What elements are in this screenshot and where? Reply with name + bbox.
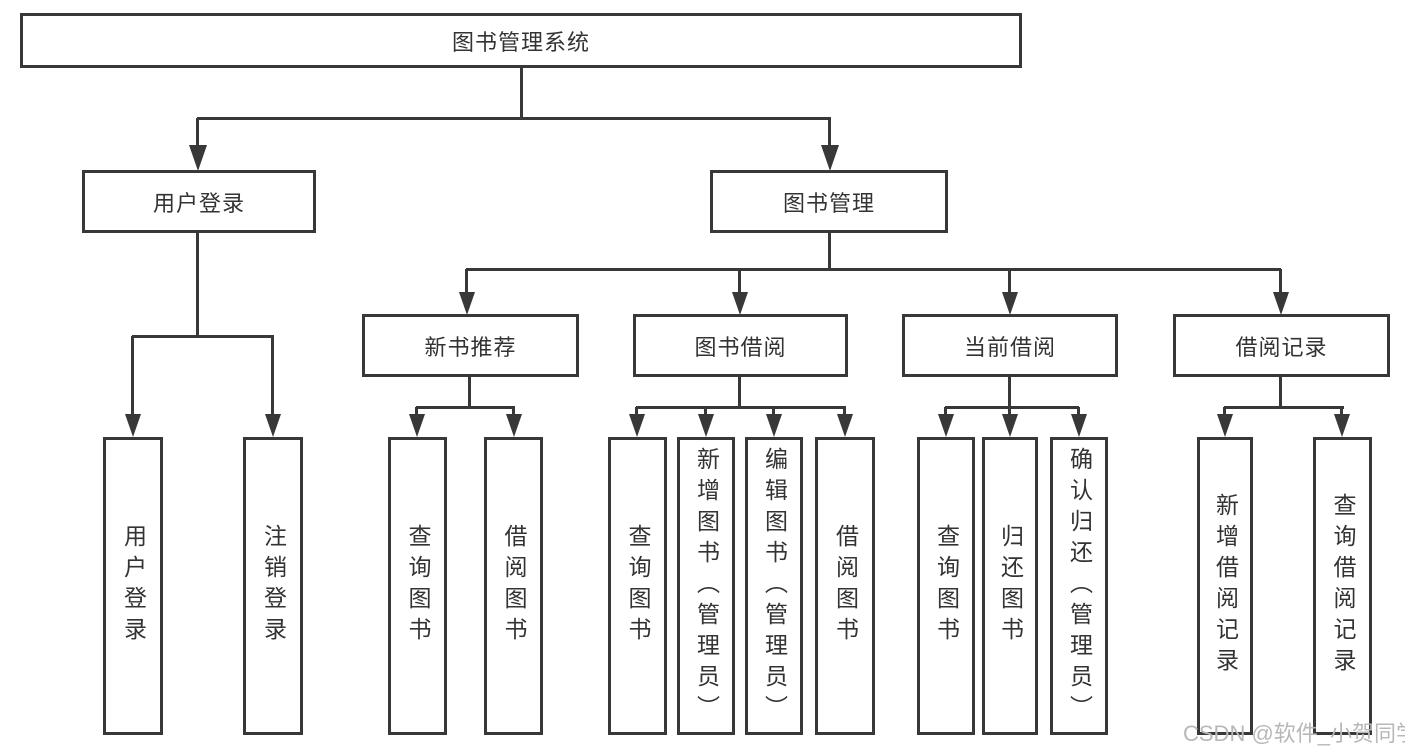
connector-drop-borrow <box>738 269 741 293</box>
leaf-recommend-borrow-books-label: 借阅图书 <box>501 524 527 648</box>
node-book-management-label: 图书管理 <box>782 190 875 216</box>
node-new-book-recommend: 新书推荐 <box>362 314 579 377</box>
connector-records-stem <box>1279 377 1282 408</box>
node-root-label: 图书管理系统 <box>451 29 590 55</box>
leaf-current-query-books: 查询图书 <box>917 437 975 735</box>
arrowhead-borrow-add <box>698 414 714 437</box>
connector-drop-borrow-query <box>635 407 638 416</box>
leaf-current-return-books-label: 归还图书 <box>997 524 1024 648</box>
leaf-recommend-query-books: 查询图书 <box>388 437 447 735</box>
connector-drop-leaf-logout <box>271 336 274 416</box>
connector-recommend-stem <box>468 377 471 408</box>
arrowhead-recommend <box>459 292 475 315</box>
connector-drop-records <box>1279 269 1282 293</box>
connector-drop-recommend-query <box>415 407 418 416</box>
connector-drop-book-management <box>828 118 831 149</box>
arrowhead-records <box>1273 292 1289 315</box>
arrowhead-recommend-borrow <box>506 414 522 437</box>
connector-borrow-stem <box>738 377 741 408</box>
node-root: 图书管理系统 <box>20 13 1022 68</box>
leaf-records-add-record: 新增借阅记录 <box>1197 437 1253 735</box>
arrowhead-borrow-edit <box>766 414 782 437</box>
arrowhead-borrow-borrow <box>837 414 853 437</box>
node-new-book-recommend-label: 新书推荐 <box>424 334 517 360</box>
connector-drop-recommend <box>465 269 468 293</box>
arrowhead-recommend-query <box>409 414 425 437</box>
arrowhead-current-query <box>938 414 954 437</box>
leaf-records-query-record: 查询借阅记录 <box>1313 437 1372 735</box>
connector-drop-borrow-edit <box>772 407 775 416</box>
arrowhead-user-login <box>189 145 207 171</box>
arrowhead-leaf-user-login <box>125 414 141 437</box>
arrowhead-current-return <box>1002 414 1018 437</box>
arrowhead-borrow-query <box>629 414 645 437</box>
node-book-borrow: 图书借阅 <box>633 314 848 377</box>
leaf-current-confirm-return-admin-label: 确认归还（管理员） <box>1066 446 1093 726</box>
arrowhead-current <box>1002 292 1018 315</box>
connector-drop-recommend-borrow <box>512 407 515 416</box>
connector-drop-current-return <box>1008 407 1011 416</box>
leaf-borrow-edit-books-admin: 编辑图书（管理员） <box>745 437 803 735</box>
connector-drop-current-confirm <box>1077 407 1080 416</box>
node-user-login-label: 用户登录 <box>152 190 245 216</box>
leaf-borrow-edit-books-admin-label: 编辑图书（管理员） <box>761 446 788 726</box>
connector-drop-current-query <box>944 407 947 416</box>
node-current-borrow: 当前借阅 <box>902 314 1118 377</box>
leaf-borrow-borrow-books-label: 借阅图书 <box>832 524 859 648</box>
leaf-login-user-login: 用户登录 <box>103 437 163 735</box>
leaf-borrow-query-books-label: 查询图书 <box>625 524 651 648</box>
leaf-records-query-record-label: 查询借阅记录 <box>1330 493 1356 679</box>
node-book-management: 图书管理 <box>710 170 948 233</box>
connector-recommend-bar <box>416 406 515 409</box>
connector-records-bar <box>1224 406 1344 409</box>
node-user-login: 用户登录 <box>82 170 316 233</box>
node-borrow-records: 借阅记录 <box>1173 314 1390 377</box>
arrowhead-book-management <box>821 145 839 171</box>
arrowhead-leaf-logout <box>265 414 281 437</box>
connector-drop-records-query <box>1340 407 1343 416</box>
arrowhead-borrow <box>732 292 748 315</box>
leaf-login-user-login-label: 用户登录 <box>120 524 147 648</box>
leaf-borrow-borrow-books: 借阅图书 <box>815 437 875 735</box>
connector-borrow-bar <box>636 406 846 409</box>
leaf-borrow-add-books-admin-label: 新增图书（管理员） <box>693 446 720 726</box>
connector-drop-user-login <box>196 118 199 149</box>
leaf-current-return-books: 归还图书 <box>982 437 1038 735</box>
leaf-login-logout: 注销登录 <box>243 437 303 735</box>
node-book-borrow-label: 图书借阅 <box>694 334 787 360</box>
connector-book-management-stem <box>828 232 831 269</box>
connector-level2-bar <box>466 268 1281 271</box>
connector-level1-bar <box>197 117 831 120</box>
arrowhead-records-query <box>1334 414 1350 437</box>
connector-user-login-stem <box>196 232 199 336</box>
csdn-watermark: CSDN @软件_小贺同学 <box>1183 721 1405 746</box>
leaf-borrow-add-books-admin: 新增图书（管理员） <box>677 437 735 735</box>
connector-drop-borrow-add <box>704 407 707 416</box>
connector-user-login-bar <box>132 335 274 338</box>
arrowhead-records-add <box>1217 414 1233 437</box>
node-borrow-records-label: 借阅记录 <box>1235 334 1328 360</box>
arrowhead-current-confirm <box>1071 414 1087 437</box>
connector-drop-records-add <box>1223 407 1226 416</box>
connector-drop-current <box>1008 269 1011 293</box>
connector-drop-leaf-user-login <box>131 336 134 416</box>
leaf-current-query-books-label: 查询图书 <box>933 524 960 648</box>
leaf-records-add-record-label: 新增借阅记录 <box>1212 493 1239 679</box>
leaf-current-confirm-return-admin: 确认归还（管理员） <box>1050 437 1108 735</box>
connector-current-stem <box>1008 377 1011 408</box>
leaf-recommend-query-books-label: 查询图书 <box>405 524 431 648</box>
leaf-borrow-query-books: 查询图书 <box>608 437 667 735</box>
connector-current-bar <box>945 406 1079 409</box>
connector-drop-borrow-borrow <box>843 407 846 416</box>
leaf-login-logout-label: 注销登录 <box>260 524 287 648</box>
node-current-borrow-label: 当前借阅 <box>963 334 1056 360</box>
leaf-recommend-borrow-books: 借阅图书 <box>484 437 543 735</box>
connector-root-stem <box>520 67 523 118</box>
